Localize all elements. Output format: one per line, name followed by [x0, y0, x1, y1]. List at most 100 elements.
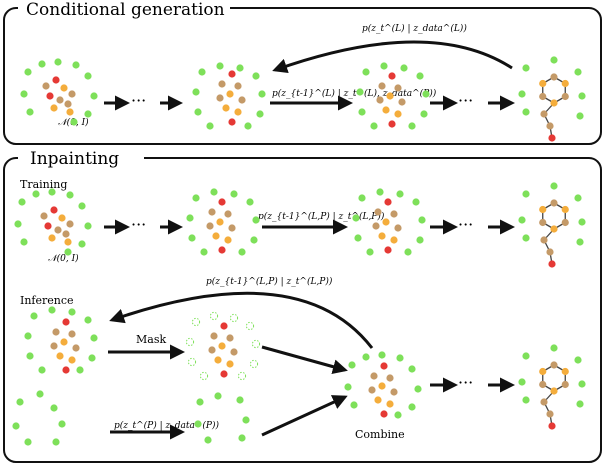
atom [576, 112, 584, 120]
atom [546, 248, 554, 256]
atom [187, 357, 197, 367]
ellipsis-top-1: ··· [131, 91, 146, 110]
atom [206, 222, 214, 230]
atom [224, 210, 232, 218]
atom [12, 422, 20, 430]
atom [539, 92, 547, 101]
atom [234, 108, 242, 116]
atom [90, 92, 98, 100]
atom [72, 61, 80, 69]
atom [518, 216, 526, 224]
atom [408, 122, 416, 130]
atom [252, 72, 260, 80]
atom [237, 371, 247, 381]
train-step-label: p(z_{t-1}^(L,P) | z_t^(L,P)) [258, 211, 385, 222]
noise-data-label: p(z_t^(P) | z_data^(P)) [114, 420, 219, 431]
atom [252, 216, 260, 224]
atom [186, 214, 194, 222]
atom [539, 79, 547, 88]
atom [50, 342, 58, 350]
atom [352, 214, 360, 222]
atom [518, 378, 526, 386]
atom [199, 371, 209, 381]
inpainting-title: Inpainting [30, 149, 119, 169]
atom [576, 238, 584, 246]
ellipsis-train-2: ··· [458, 215, 473, 234]
atom [200, 248, 208, 256]
cluster-final-train [518, 182, 586, 268]
atom [48, 234, 56, 242]
atom [42, 82, 50, 90]
atom [518, 90, 526, 98]
atom [52, 76, 60, 84]
atom [220, 322, 228, 330]
atom [238, 248, 246, 256]
atom [220, 370, 228, 378]
atom [209, 311, 219, 321]
atom [416, 236, 424, 244]
atom [370, 122, 378, 130]
atom [196, 398, 204, 406]
atom [561, 218, 569, 227]
atom [420, 110, 428, 118]
cluster-partial-protein [194, 392, 250, 444]
atom [228, 224, 236, 232]
atom [548, 260, 556, 268]
atom [386, 92, 394, 100]
atom [578, 218, 586, 226]
ellipsis-top-2: ··· [458, 91, 473, 110]
atom [58, 214, 66, 222]
atom [208, 346, 216, 354]
atom [68, 308, 76, 316]
atom [540, 398, 548, 406]
atom [14, 220, 22, 228]
atom [234, 82, 242, 90]
atom [54, 226, 62, 234]
ellipsis-infer: ··· [458, 373, 473, 392]
atom [412, 198, 420, 206]
atom [550, 99, 558, 107]
atom [408, 403, 416, 411]
atom [68, 90, 76, 98]
atom [56, 352, 64, 360]
atom [88, 354, 96, 362]
atom [400, 64, 408, 72]
atom [188, 234, 196, 242]
atom [388, 120, 396, 128]
atom [24, 332, 32, 340]
atom [24, 68, 32, 76]
atom [384, 246, 392, 254]
atom [550, 182, 558, 190]
atom [548, 134, 556, 142]
atom [550, 73, 558, 81]
atom [378, 232, 386, 240]
atom [550, 344, 558, 352]
atom [54, 58, 62, 66]
cond-back-label: p(z_t^(L) | z_data^(L)) [362, 23, 467, 34]
conditional-generation-title: Conditional generation [26, 0, 225, 20]
atom [26, 352, 34, 360]
atom [416, 72, 424, 80]
atom [230, 348, 238, 356]
atom [50, 206, 58, 214]
atom [58, 420, 66, 428]
cluster-final-top [518, 56, 586, 142]
atom [380, 410, 388, 418]
atom [561, 380, 569, 389]
atom [414, 385, 422, 393]
atom [62, 318, 70, 326]
atom [546, 122, 554, 130]
atom [229, 313, 239, 323]
arrow-infer-curve [109, 291, 374, 349]
atom [390, 210, 398, 218]
atom [366, 248, 374, 256]
atom [214, 392, 222, 400]
atom [204, 436, 212, 444]
atom [48, 188, 56, 196]
atom [548, 422, 556, 430]
inference-label: Inference [20, 294, 74, 307]
atom [210, 332, 218, 340]
atom [539, 205, 547, 214]
atom [522, 352, 530, 360]
atom [356, 88, 364, 96]
